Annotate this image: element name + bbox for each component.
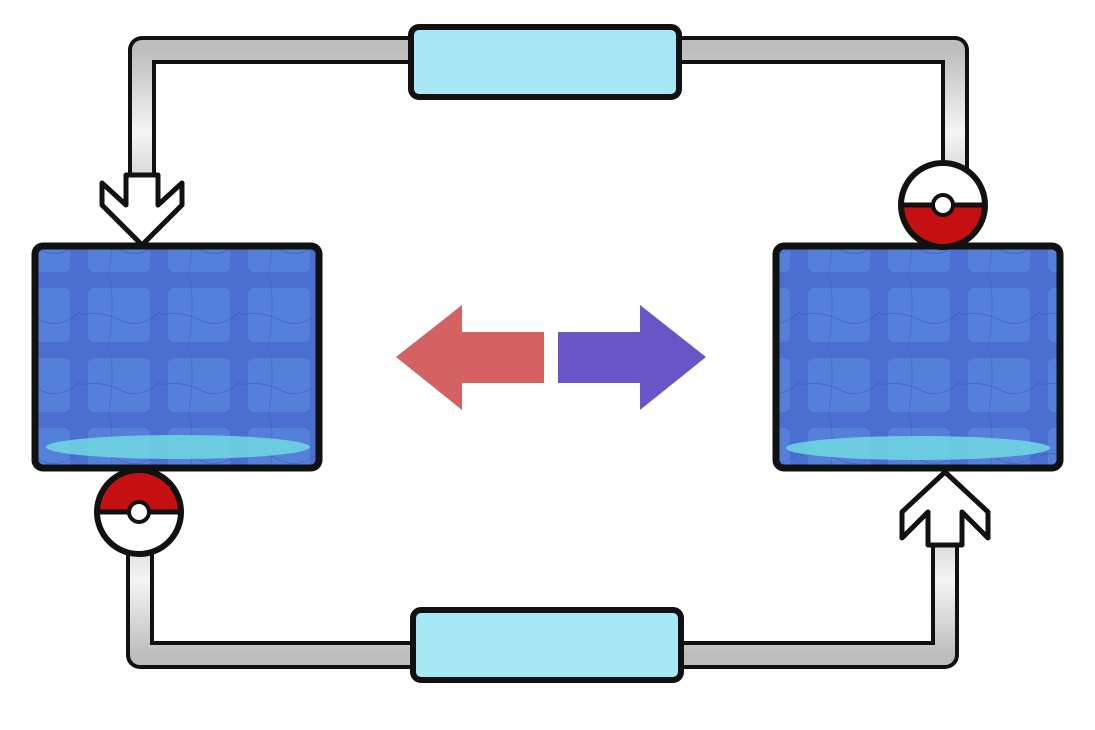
hollow-down-arrow-icon bbox=[99, 172, 185, 248]
two-way-exchange-arrow-icon bbox=[396, 305, 706, 410]
top-connector bbox=[408, 24, 682, 100]
pokeball-icon bbox=[94, 467, 184, 557]
left-screen bbox=[31, 242, 323, 472]
left-arrow-shape bbox=[396, 305, 544, 410]
right-screen bbox=[772, 242, 1064, 472]
pokeball-icon bbox=[898, 160, 988, 250]
hollow-up-arrow-icon bbox=[899, 469, 991, 548]
right-arrow-shape bbox=[558, 305, 706, 410]
bottom-connector bbox=[410, 607, 684, 683]
